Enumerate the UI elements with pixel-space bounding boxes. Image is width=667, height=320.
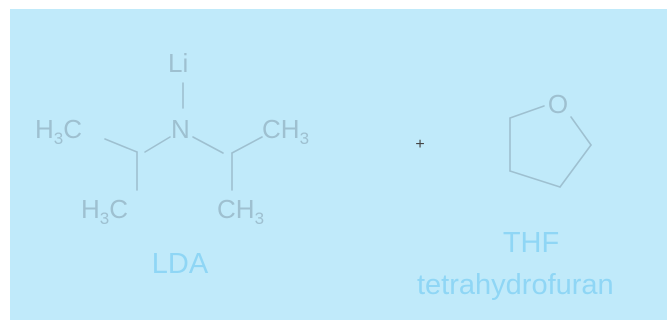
thf-c2-c3-bond [559,144,592,188]
h3c-top-h: H [35,114,54,144]
h3c-bottom-c: C [109,194,128,224]
h3c-top-c: C [63,114,82,144]
h3c-top-label: H3C [35,114,82,148]
h3c-top-subscript: 3 [54,129,63,148]
thf-o-c2-bond [570,116,592,146]
thf-caption: THF [503,227,559,259]
ch3-top-ch: CH [262,114,300,144]
ch3-top-subscript: 3 [300,129,309,148]
ch3-bottom-subscript: 3 [255,209,264,228]
thf-c5-o-bond [509,105,545,119]
li-atom-label: Li [168,48,188,78]
thf-oxygen-label: O [548,89,568,119]
lda-atom-labels: Li N H3C CH3 H3C CH3 [35,48,309,228]
scheme-panel [10,9,667,320]
h3c-bottom-h: H [81,194,100,224]
ch3-bottom-ch: CH [217,194,255,224]
ch3-top-label: CH3 [262,114,309,148]
thf-ring [509,105,592,188]
n-left-ch-bond [144,136,171,153]
h3c-bottom-subscript: 3 [100,209,109,228]
right-ch-to-ch3-bond [231,136,263,154]
left-ch-to-h3c-bond [104,138,138,153]
h3c-bottom-label: H3C [81,194,128,228]
lda-structure [104,82,263,191]
thf-subcaption: tetrahydrofuran [417,269,614,301]
lda-caption: LDA [152,248,209,280]
n-atom-label: N [171,114,190,144]
ch3-bottom-label: CH3 [217,194,264,228]
thf-c3-c4-bond [509,170,561,188]
n-right-ch-bond [192,136,224,154]
plus-sign: + [415,136,424,153]
